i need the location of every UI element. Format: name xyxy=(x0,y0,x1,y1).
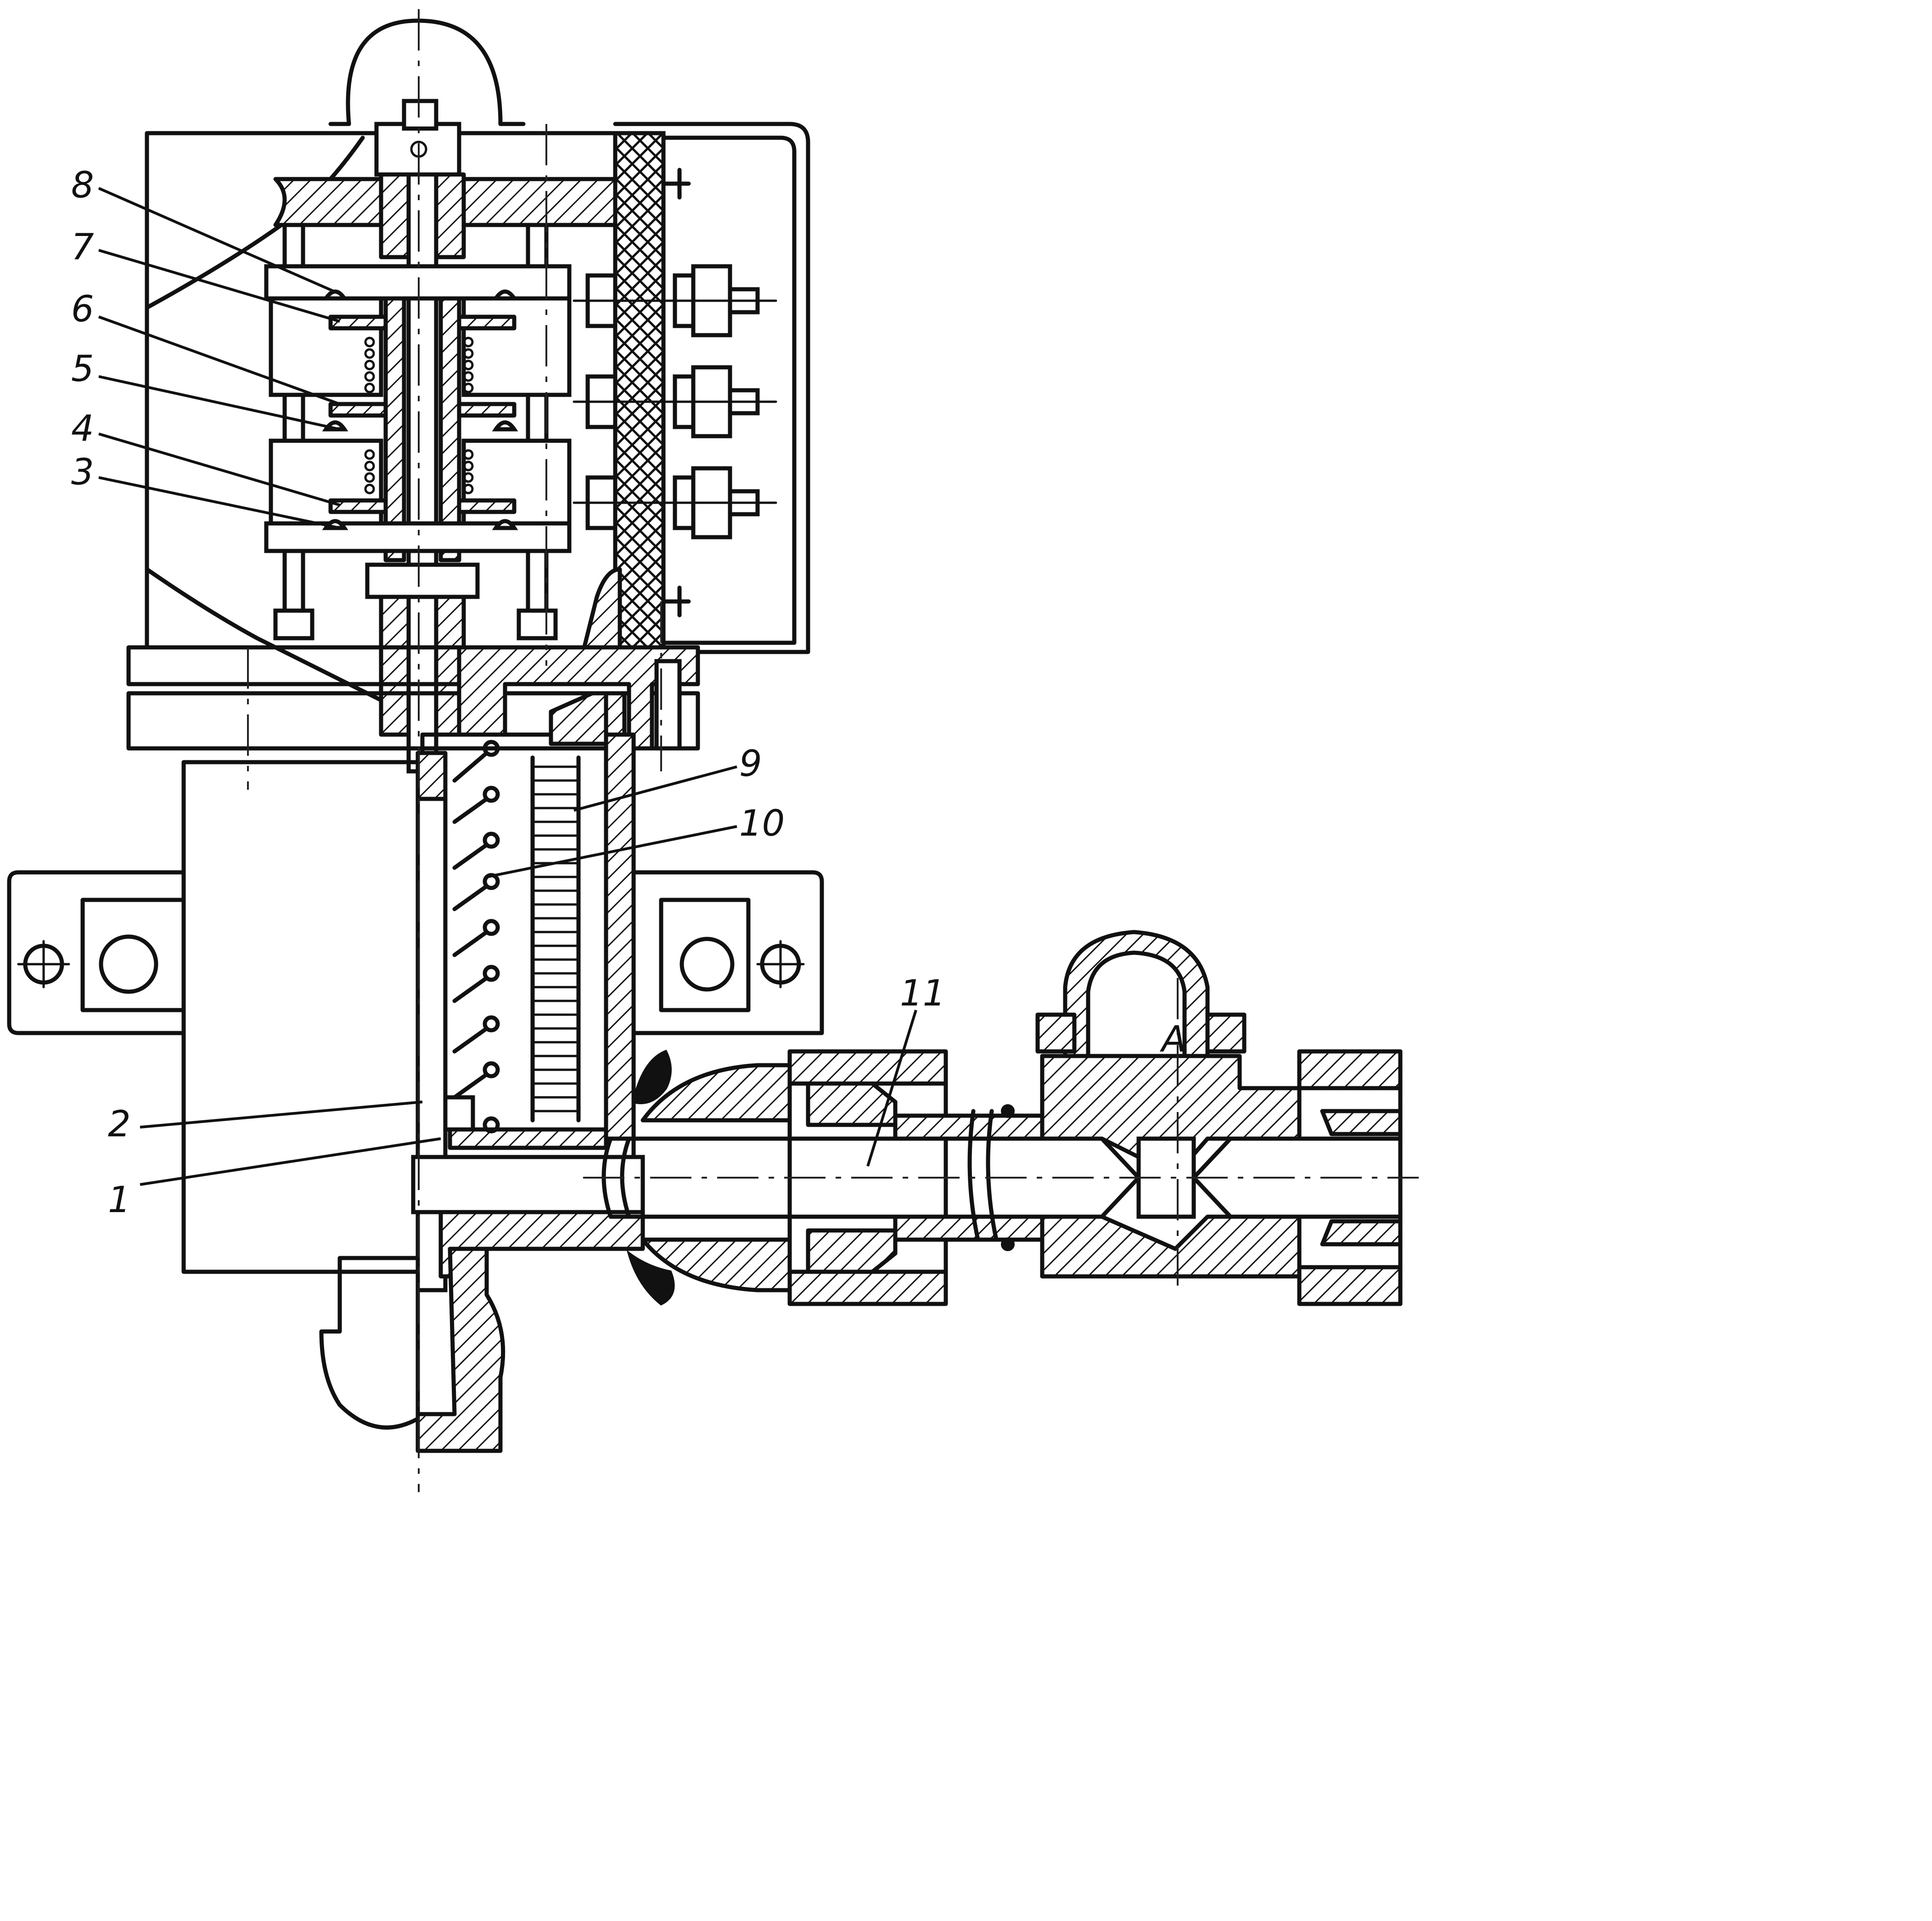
callout-9: 9 xyxy=(739,743,762,785)
leader-lines xyxy=(98,187,917,1186)
section-label-a: A xyxy=(1159,1019,1186,1060)
small-springs xyxy=(364,337,474,494)
callout-7: 7 xyxy=(71,227,94,268)
bellows xyxy=(530,691,608,1123)
lower-body xyxy=(319,1155,645,1453)
terminal-box xyxy=(573,122,810,654)
pipe-fittings xyxy=(601,930,1403,1306)
callout-10: 10 xyxy=(739,803,785,844)
callout-5: 5 xyxy=(71,348,94,390)
callout-11: 11 xyxy=(900,973,945,1014)
callout-4: 4 xyxy=(71,408,94,449)
callouts: 8 7 6 5 4 3 9 10 2 1 11 A xyxy=(71,165,1186,1221)
callout-8: 8 xyxy=(71,165,94,206)
callout-6: 6 xyxy=(71,289,94,330)
callout-3: 3 xyxy=(71,452,94,493)
callout-1: 1 xyxy=(108,1180,131,1221)
callout-2: 2 xyxy=(108,1104,131,1145)
coil-spring xyxy=(452,740,500,1134)
bellows-body xyxy=(7,732,824,1292)
center-lines xyxy=(247,9,1419,1492)
